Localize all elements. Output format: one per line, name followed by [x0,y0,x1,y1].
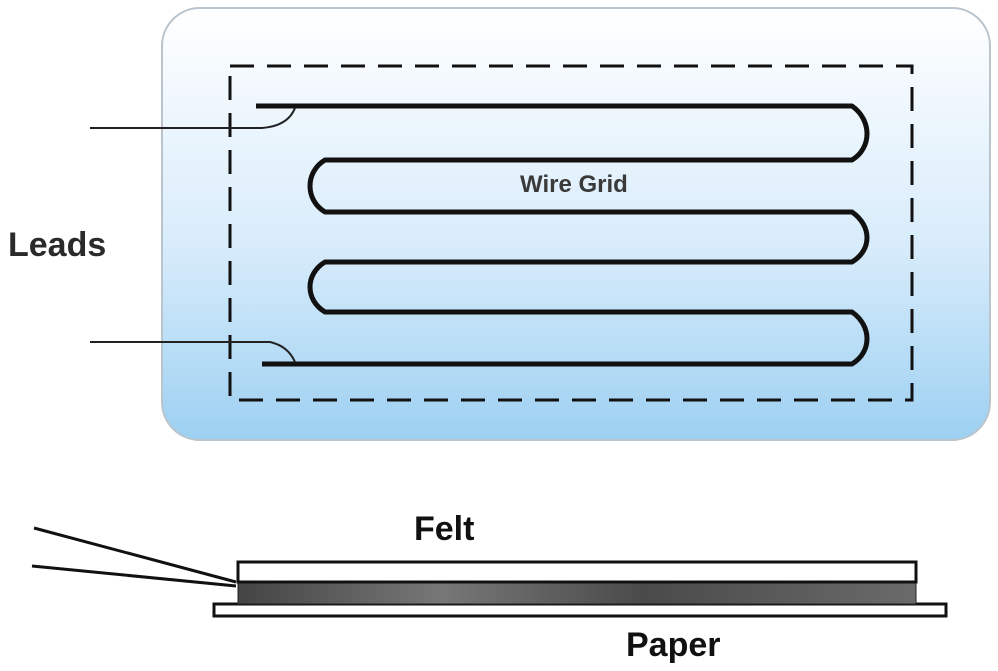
felt-grid-layer [237,581,917,605]
wire-grid-serpentine [256,103,870,367]
lead-wire-bottom [90,341,296,363]
felt-layer [236,560,918,584]
lead-wire-top [90,107,296,129]
side-lead-upper [33,526,237,584]
leads-label: Leads [8,226,107,264]
gauge-backing-panel [161,7,991,441]
felt-label: Felt [414,510,475,548]
wire-grid-label: Wire Grid [520,171,628,198]
paper-label: Paper [626,626,721,664]
side-lead-lower [31,564,237,588]
gauge-boundary-dashed [228,64,914,402]
paper-layer [212,602,948,618]
